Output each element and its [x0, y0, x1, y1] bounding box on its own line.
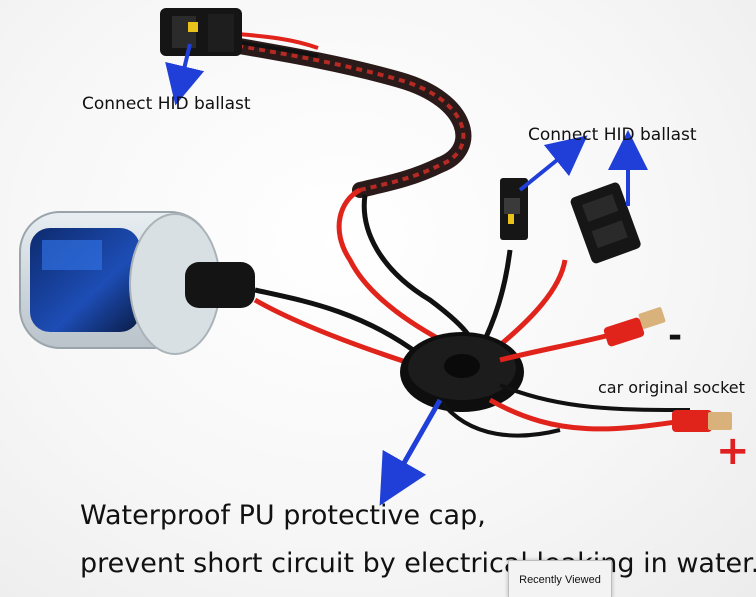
top-connector [160, 8, 242, 56]
pu-protective-cap [400, 332, 524, 412]
arrow-top [165, 43, 205, 106]
right-connector-large [570, 182, 641, 264]
plus-terminal [672, 410, 732, 432]
plus-sign: + [716, 428, 750, 474]
caption-line-1: Waterproof PU protective cap, [80, 500, 486, 531]
car-socket-label: car original socket [598, 378, 745, 397]
minus-terminal [603, 307, 666, 347]
braided-sleeve [197, 32, 472, 198]
arrow-right-1 [518, 135, 588, 192]
hid-bulb [19, 211, 255, 355]
minus-sign: - [668, 316, 683, 356]
recently-viewed-button[interactable]: Recently Viewed [508, 560, 612, 597]
connect-ballast-label-right: Connect HID ballast [528, 125, 697, 145]
right-connector-small [500, 178, 528, 240]
arrow-cap [379, 398, 443, 506]
connect-ballast-label-top: Connect HID ballast [82, 94, 251, 114]
caption-line-2: prevent short circuit by electrical leak… [80, 548, 756, 579]
